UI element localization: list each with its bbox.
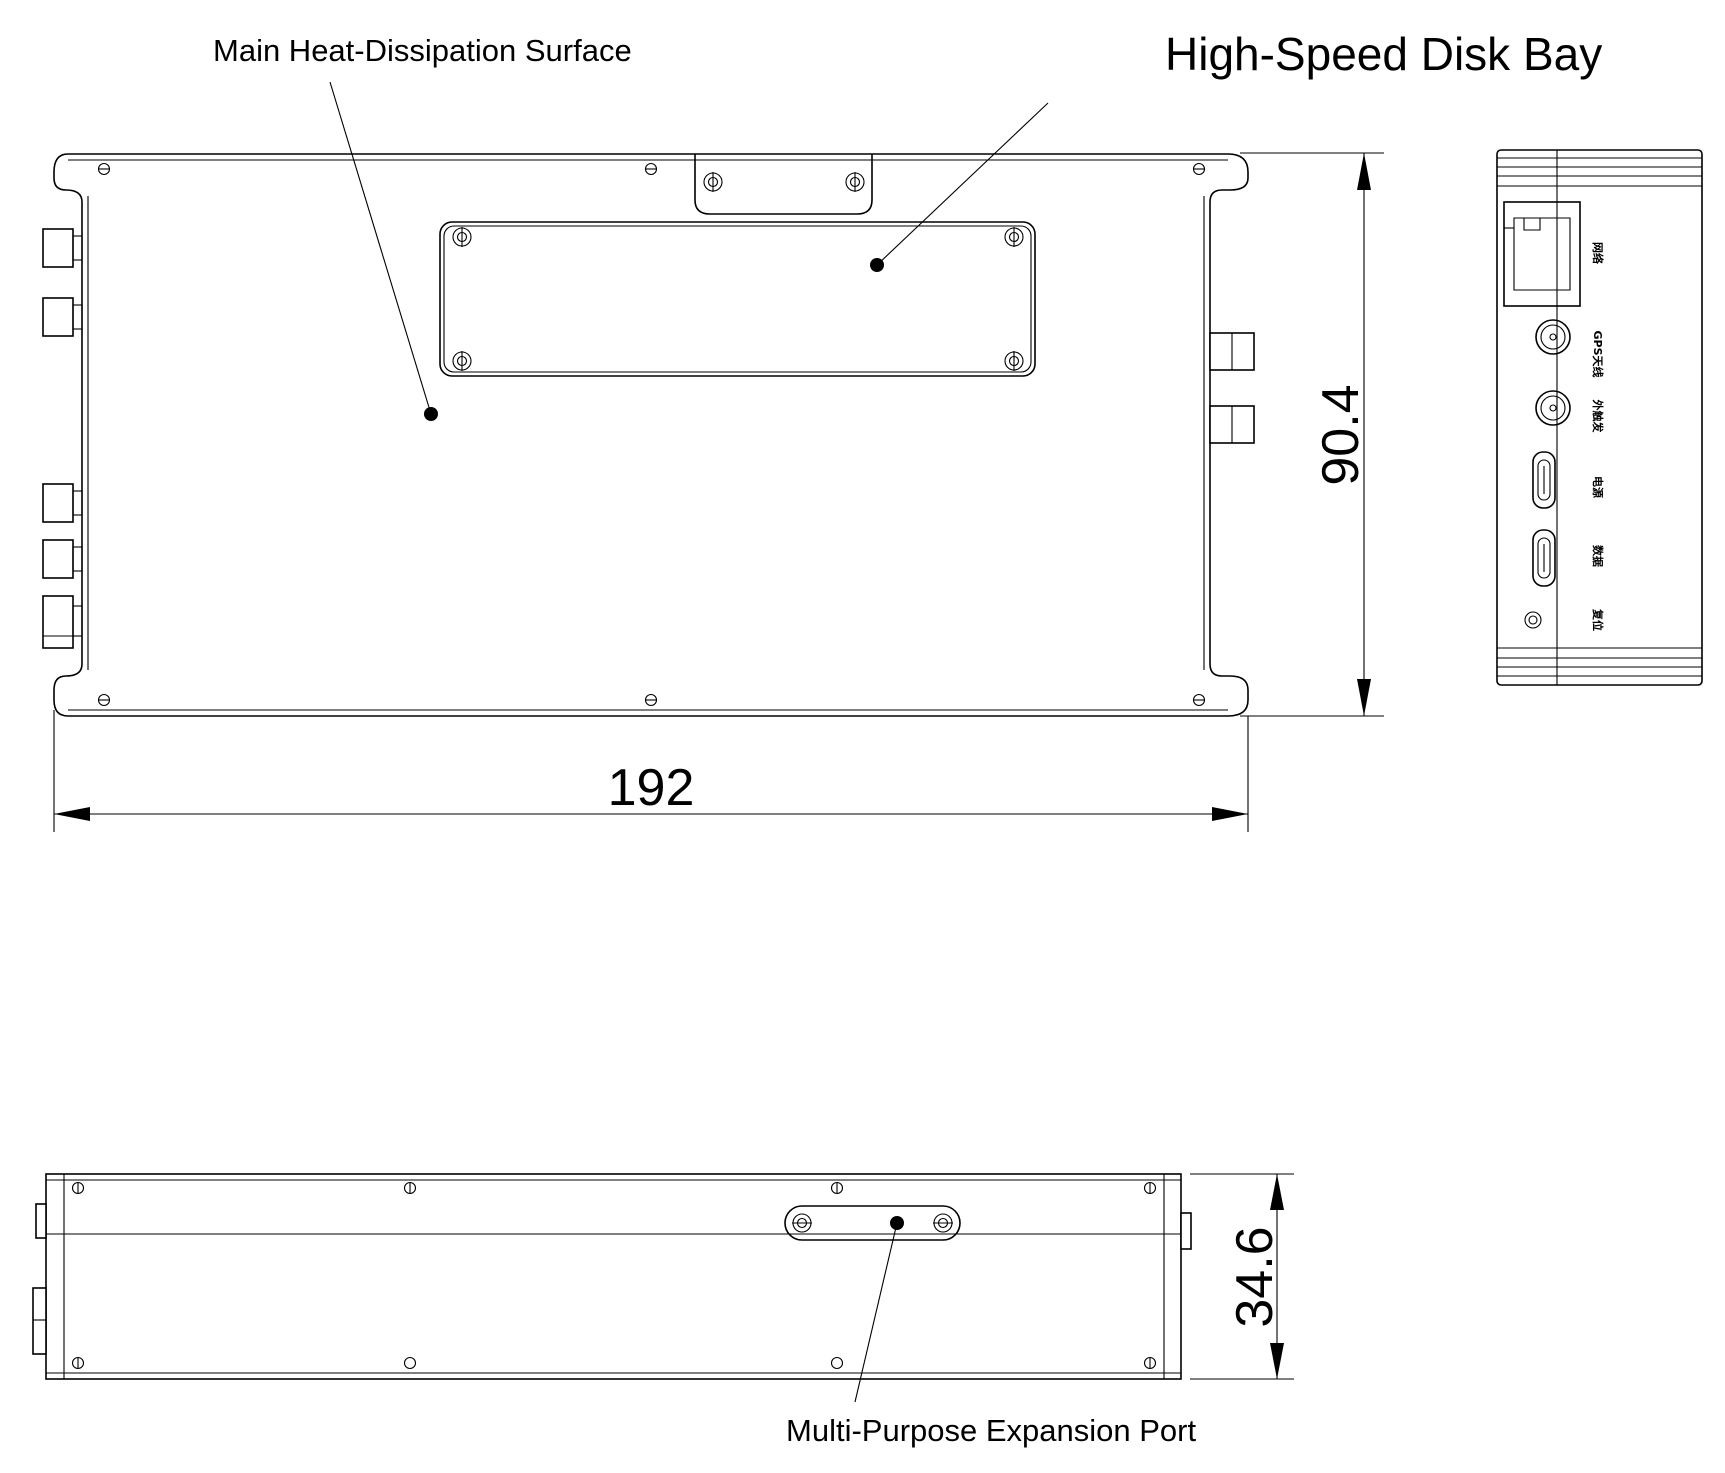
side-connector [1180, 1212, 1192, 1250]
data-usb-c-port-icon [1532, 529, 1556, 587]
screw-icon [403, 1181, 417, 1195]
disk-bay-cover [439, 221, 1036, 377]
power-usb-c-port-icon [1532, 451, 1556, 509]
side-connector [1209, 405, 1255, 444]
reset-button-icon [1524, 611, 1542, 629]
tab-screw-icon [703, 172, 723, 192]
reset-label: 复位 [1591, 608, 1605, 631]
side-connector [35, 1203, 47, 1239]
end-view: 网络 GPS天线 外触发 电源 数据 [1496, 149, 1703, 686]
power-port-label: 电源 [1591, 476, 1605, 498]
height-dimension: 34.6 [1190, 1173, 1294, 1380]
width-dimension: 90.4 [1240, 152, 1384, 717]
disk-bay-leader-dot [870, 258, 884, 272]
top-view [42, 81, 1255, 717]
screw-icon [71, 1356, 85, 1370]
width-dimension-value: 90.4 [1312, 384, 1370, 485]
expansion-port-leader [854, 1222, 898, 1403]
screw-icon [403, 1356, 417, 1370]
external-trigger-label: 外触发 [1591, 399, 1605, 434]
heat-surface-leader [329, 81, 432, 415]
screw-icon [644, 162, 658, 176]
length-dimension-value: 192 [608, 759, 695, 817]
side-view-outline [45, 1173, 1182, 1380]
side-connector [42, 297, 83, 337]
end-view-outline [1496, 149, 1703, 686]
screw-icon [1192, 693, 1206, 707]
disk-bay-leader [876, 102, 1049, 266]
expansion-port-callout-label: Multi-Purpose Expansion Port [786, 1413, 1196, 1448]
screw-icon [1143, 1181, 1157, 1195]
cover-screw-icon [452, 351, 472, 371]
screw-icon [71, 1181, 85, 1195]
external-trigger-port-icon [1535, 390, 1571, 426]
side-view [32, 1173, 1192, 1403]
tab-screw-icon [845, 172, 865, 192]
side-connector [1209, 332, 1255, 371]
cover-screw-icon [452, 227, 472, 247]
screw-icon [97, 162, 111, 176]
screw-icon [97, 693, 111, 707]
bracket-tab [694, 154, 873, 215]
side-connector [42, 595, 83, 649]
screw-icon [830, 1356, 844, 1370]
network-port-label: 网络 [1591, 242, 1605, 264]
side-connector [32, 1287, 47, 1355]
screw-icon [830, 1181, 844, 1195]
port-screw-icon [792, 1213, 812, 1233]
side-connector [42, 539, 83, 579]
expansion-port-plate [784, 1205, 961, 1241]
side-connector [42, 228, 83, 268]
heat-surface-callout-label: Main Heat-Dissipation Surface [213, 33, 632, 68]
network-port-icon [1503, 201, 1581, 307]
screw-icon [1192, 162, 1206, 176]
port-screw-icon [933, 1213, 953, 1233]
screw-icon [1143, 1356, 1157, 1370]
drawing-title: High-Speed Disk Bay [1165, 28, 1602, 80]
heat-surface-leader-dot [424, 407, 438, 421]
height-dimension-value: 34.6 [1226, 1226, 1284, 1327]
screw-icon [644, 693, 658, 707]
data-port-label: 数据 [1591, 545, 1605, 567]
top-view-outline [53, 153, 1249, 717]
cover-screw-icon [1004, 351, 1024, 371]
gps-antenna-label: GPS天线 [1591, 330, 1605, 377]
cover-screw-icon [1004, 227, 1024, 247]
length-dimension: 192 [53, 710, 1249, 832]
gps-antenna-port-icon [1535, 319, 1571, 355]
side-connector [42, 483, 83, 523]
